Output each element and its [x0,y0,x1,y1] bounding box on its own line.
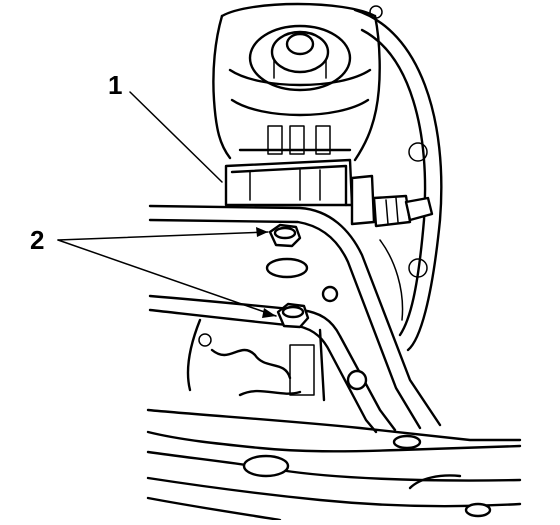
leader-lines [57,91,277,318]
callout-2: 2 [30,225,45,255]
frame-rail [146,408,522,522]
leader-line-2b [57,239,277,317]
arrowhead-2a [256,227,268,237]
bolt-upper [268,223,302,248]
callout-1: 1 [108,70,123,100]
mount-bracket [224,158,434,228]
arrowhead-2b [262,308,276,318]
mount-lower-body [186,318,326,402]
leader-line-2a [57,231,269,241]
leader-line-1 [129,91,223,183]
mount-upper-body [212,2,381,162]
bolt-lower [276,302,310,329]
